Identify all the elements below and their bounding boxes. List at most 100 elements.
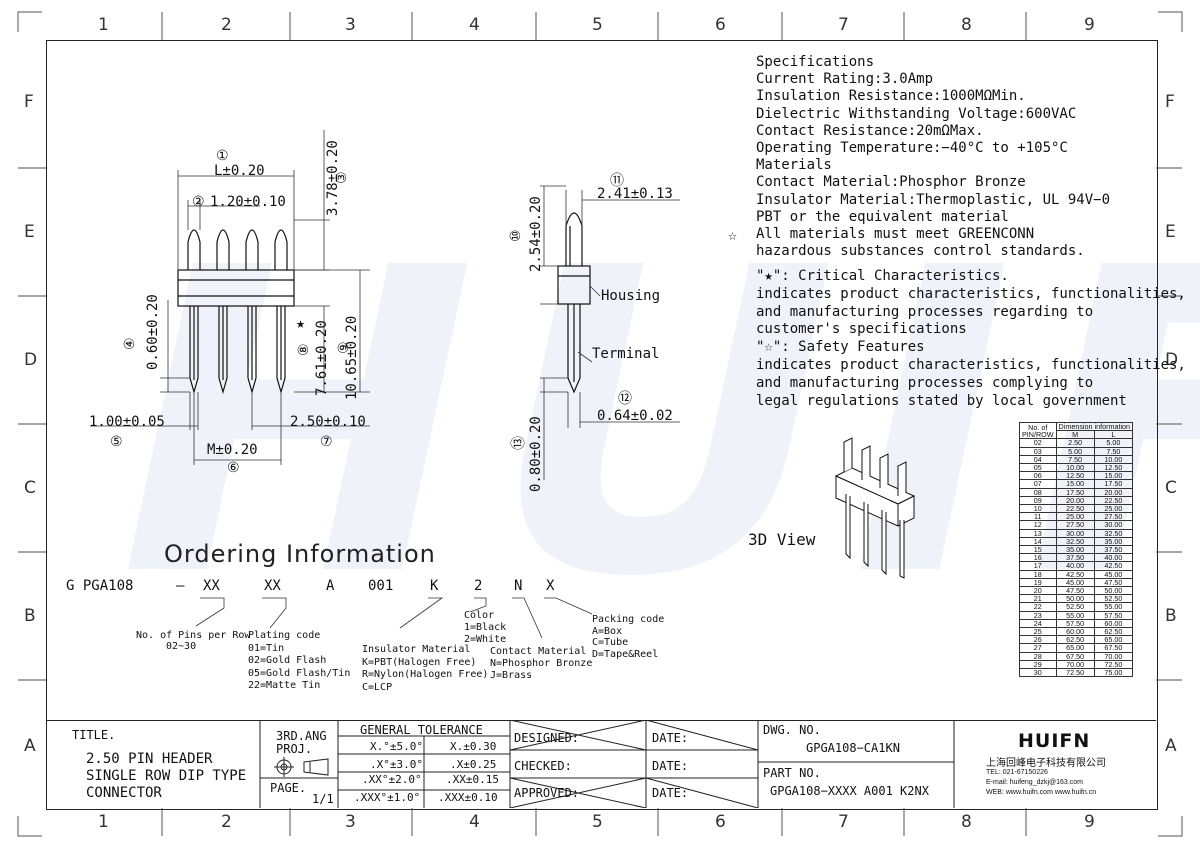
title-text: 2.50 PIN HEADER SINGLE ROW DIP TYPE CONN…	[86, 751, 246, 802]
color-line: 2=White	[464, 634, 507, 645]
3d-view-label: 3D View	[748, 530, 816, 549]
plating-line: 22=Matte Tin	[248, 680, 321, 691]
dim-02-marker: ②	[192, 194, 205, 210]
title-block-grid	[259, 720, 955, 808]
dim-01-marker: ①	[216, 148, 229, 164]
designed-label: DESIGNED:	[514, 731, 580, 745]
tolerance-title: GENERAL TOLERANCE	[360, 723, 483, 737]
tol-linear-3: .XXX±0.10	[438, 791, 498, 804]
zone-row-b-right: B	[1165, 606, 1177, 626]
spec-line: Insulation Resistance:1000MΩMin.	[756, 88, 1026, 105]
spec-line: Materials	[756, 157, 832, 174]
side-view-drawing	[540, 185, 680, 480]
dim-04-marker: ④	[122, 337, 138, 350]
order-code-insulator: K	[430, 578, 439, 594]
plating-line: 01=Tin	[248, 642, 285, 654]
dim-12-value: 0.64±0.02	[597, 408, 673, 424]
ordering-title: Ordering Information	[164, 540, 436, 568]
dim-02-value: 1.20±0.10	[210, 194, 286, 210]
contact-line: J=Brass	[490, 670, 533, 681]
packing-line: Packing code	[592, 614, 665, 625]
plating-line: 05=Gold Flash/Tin	[248, 667, 351, 679]
plating-block: Plating code 01=Tin 02=Gold Flash 05=Gol…	[248, 630, 350, 693]
critical-star-icon: ★	[296, 314, 306, 332]
company-web: WEB: www.huifn.com www.huifn.cn	[986, 789, 1097, 796]
date-label-designed: DATE:	[652, 731, 689, 745]
tol-linear-1: .X±0.25	[450, 758, 497, 771]
characteristics-block: "★": Critical Characteristics. indicates…	[756, 268, 1186, 410]
page-label: PAGE.	[270, 781, 307, 795]
spec-line: PBT or the equivalent material	[756, 208, 1009, 225]
contact-line: N=Phosphor Bronze	[490, 658, 593, 669]
color-line: 1=Black	[464, 622, 507, 633]
order-code-prefix: G PGA108	[66, 578, 134, 594]
color-line: Color	[464, 610, 495, 621]
ordering-leaders	[195, 597, 593, 639]
zone-col-2-bottom: 2	[221, 812, 232, 832]
dim-table-m-cell: 65.00	[1055, 643, 1095, 653]
order-code-a: A	[326, 578, 335, 594]
company-name: 上海回峰电子科技有限公司	[986, 758, 1106, 769]
zone-col-7-bottom: 7	[838, 812, 849, 832]
order-code-contact: N	[514, 578, 523, 594]
company-logo: HUIFN	[1018, 730, 1091, 752]
dim-05-marker: ⑤	[110, 434, 123, 450]
zone-row-e: E	[24, 222, 35, 242]
title-line: SINGLE ROW DIP TYPE	[86, 768, 247, 784]
dim-03-marker: ③	[334, 171, 350, 184]
tol-angle-0: X.°±5.0°	[370, 740, 423, 753]
color-block: Color 1=Black 2=White	[464, 610, 506, 646]
dim-table-m-cell: 15.00	[1055, 479, 1095, 489]
zone-col-6-bottom: 6	[715, 812, 726, 832]
dim-table-pin-cell: 07	[1019, 479, 1057, 489]
dim-11-marker: ⑪	[610, 173, 624, 189]
dim-table-l-cell: 17.50	[1093, 479, 1134, 489]
dim-table-l-cell: 42.50	[1093, 561, 1134, 571]
dim-table-m-cell: 27.50	[1055, 520, 1095, 530]
spec-line: Specifications	[756, 54, 875, 70]
part-no-label: PART NO.	[763, 766, 821, 780]
char-line: and manufacturing processes complying to	[756, 374, 1094, 391]
title-label: TITLE.	[72, 728, 116, 742]
dim-13-marker: ⑬	[511, 436, 527, 450]
dim-04-value: 0.60±0.20	[145, 294, 161, 370]
zone-row-b: B	[24, 606, 36, 626]
terminal-label: Terminal	[592, 346, 660, 362]
order-code-packing: X	[546, 578, 555, 594]
dim-08-value: 7.61±0.20	[314, 320, 330, 396]
title-line: CONNECTOR	[86, 785, 162, 801]
zone-col-1-bottom: 1	[98, 812, 109, 832]
zone-col-5-bottom: 5	[592, 812, 603, 832]
plating-line: Plating code	[248, 630, 321, 641]
dim-12-marker: ⑫	[618, 391, 632, 407]
dim-08-marker: ⑧	[296, 343, 312, 356]
dwg-no-value: GPGA108−CA1KN	[806, 741, 900, 755]
zone-col-8-bottom: 8	[961, 812, 972, 832]
zone-col-4-bottom: 4	[469, 812, 480, 832]
safety-star-icon: ☆	[728, 226, 738, 244]
dim-06-marker: ⑥	[227, 460, 240, 476]
zone-row-c: C	[24, 478, 36, 498]
zone-col-1: 1	[98, 15, 109, 35]
zone-col-7: 7	[838, 15, 849, 35]
dim-09-value: 10.65±0.20	[344, 315, 360, 400]
dim-table-pin-cell: 22	[1019, 602, 1057, 612]
dim-table-m-cell: 2.50	[1055, 438, 1095, 448]
dim-table-l-cell: 5.00	[1093, 438, 1134, 448]
order-code-plating: XX	[264, 578, 281, 594]
dim-06-value: M±0.20	[207, 442, 258, 458]
dim-table-l-cell: 55.00	[1093, 602, 1134, 612]
order-code-dash: —	[176, 578, 185, 594]
zone-col-3-bottom: 3	[345, 812, 356, 832]
char-line: indicates product characteristics, funct…	[756, 285, 1186, 302]
char-line: "☆": Safety Features	[756, 339, 925, 356]
tol-linear-2: .XX±0.15	[446, 773, 499, 786]
title-line: 2.50 PIN HEADER	[86, 751, 213, 767]
insulator-block: Insulator Material K=PBT(Halogen Free) R…	[362, 644, 488, 694]
dim-13-value: 0.80±0.20	[528, 416, 544, 492]
packing-line: C=Tube	[592, 637, 629, 648]
